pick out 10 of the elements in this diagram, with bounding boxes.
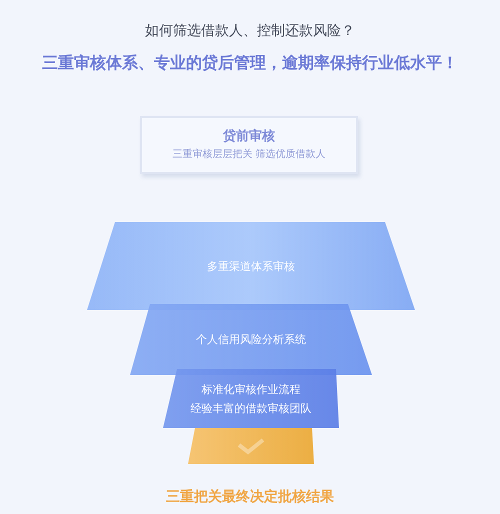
tier-text: 经验丰富的借款审核团队 [190,400,312,416]
tier-text: 个人信用风险分析系统 [196,332,306,348]
tier-text: 标准化审核作业流程 [202,382,300,398]
tier-text: 多重渠道体系审核 [207,258,295,274]
title: 如何筛选借款人、控制还款风险？ [145,23,355,39]
info-card [140,116,358,174]
result-caption: 三重把关最终决定批核结果 [166,489,334,505]
card-heading: 贷前审核 [223,128,275,146]
card-text: 三重审核层层把关 筛选优质借款人 [172,148,326,162]
headline: 三重审核体系、专业的贷后管理，逾期率保持行业低水平！ [42,53,458,72]
